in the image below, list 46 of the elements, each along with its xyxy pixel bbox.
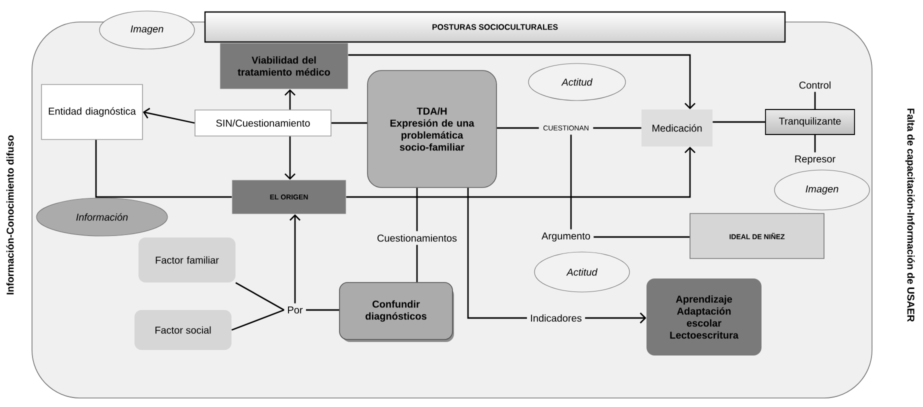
connector-word: Por [288, 306, 303, 314]
connector-word: Argumento [542, 232, 590, 242]
arrow [142, 108, 195, 124]
concept-box: Tranquilizante [765, 109, 855, 135]
arrow [284, 89, 296, 110]
concept-box: Viabilidad del tratamiento médico [220, 42, 348, 90]
connector-line [467, 188, 527, 319]
arrow [348, 54, 696, 110]
concept-box: Factor familiar [138, 238, 236, 282]
connector-line [593, 127, 642, 129]
arrow [585, 312, 646, 324]
connector-line [570, 134, 572, 230]
concept-box: SIN/Cuestionamiento [194, 110, 332, 136]
connector-line [416, 244, 418, 282]
connector-line [306, 309, 340, 311]
connector-word: Cuestionamientos [377, 234, 457, 242]
connector-line [416, 188, 418, 232]
concept-box: Confundir diagnósticos [339, 282, 454, 342]
connector-line [235, 282, 284, 311]
side-label: Información-Conocimiento difuso [6, 135, 14, 294]
arrow [284, 136, 296, 180]
ellipse-tag: Información [36, 198, 168, 236]
arrow [346, 146, 696, 198]
concept-box: Medicación [642, 110, 712, 146]
ellipse-tag: Actitud [534, 252, 630, 292]
connector-line [814, 92, 816, 110]
side-label: Falta de capacitación-Información de USAER [905, 108, 915, 322]
connector-word: Control [799, 81, 830, 89]
concept-box: Entidad diagnóstica [41, 84, 143, 140]
concept-box: TDA/H Expresión de una problemática socio-familiar [367, 70, 497, 188]
arrow [290, 214, 300, 304]
connector-line [712, 121, 766, 123]
ellipse-tag: Actitud [528, 63, 626, 101]
connector-word: Represor [795, 156, 836, 164]
ellipse-tag: Imagen [774, 170, 870, 210]
connector-line [231, 309, 284, 331]
connector-line [814, 134, 816, 152]
connector-line [95, 140, 232, 198]
title-banner: POSTURAS SOCIOCULTURALES [204, 11, 786, 43]
connector-line [331, 122, 368, 124]
ellipse-tag: Imagen [99, 10, 195, 50]
connector-line [594, 236, 690, 238]
concept-box: Aprendizaje Adaptación escolar Lectoescritura [646, 278, 762, 356]
connector-line [496, 127, 539, 129]
connector-word: Indicadores [531, 314, 582, 322]
concept-box: Factor social [134, 310, 232, 350]
